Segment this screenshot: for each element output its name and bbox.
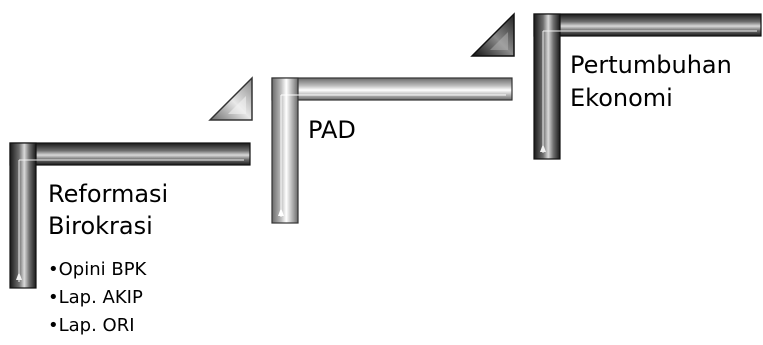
step-2-bracket xyxy=(272,78,512,223)
step-3-title-line-1: Pertumbuhan xyxy=(570,49,732,81)
step-1-bullet-2: •Lap. AKIP xyxy=(48,284,143,312)
step-1-title-line-1: Reformasi xyxy=(48,178,168,210)
step-3-title-line-2: Ekonomi xyxy=(570,82,673,114)
arrow-2 xyxy=(472,14,514,56)
step-1-bullet-1: •Opini BPK xyxy=(48,256,146,284)
step-2-title: PAD xyxy=(308,114,356,146)
step-1-bullet-3: •Lap. ORI xyxy=(48,312,135,340)
step-1-title-line-2: Birokrasi xyxy=(48,210,153,242)
arrow-1 xyxy=(210,78,252,120)
